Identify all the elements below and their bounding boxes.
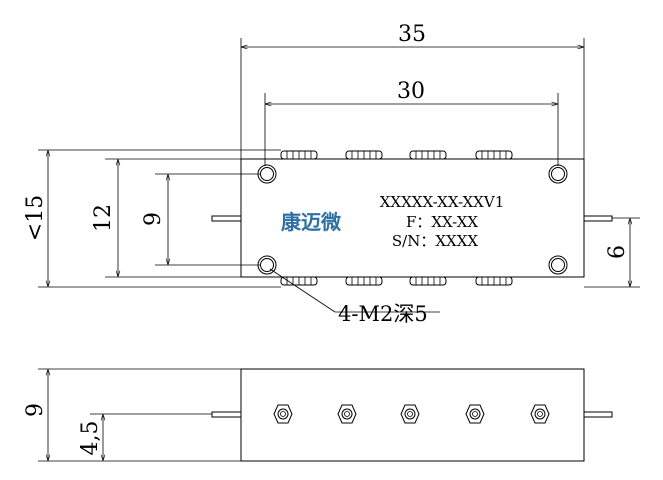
dim-side-half: 4,5 <box>78 413 212 461</box>
svg-text:35: 35 <box>398 22 426 47</box>
side-right-pin <box>583 411 613 418</box>
side-view: 9 4,5 <box>23 368 613 462</box>
top-view: 康迈微 XXXXX-XX-XXV1 F：XX-XX S/N：XXXX 35 30… <box>23 22 640 326</box>
svg-text:9: 9 <box>141 212 166 226</box>
svg-text:4,5: 4,5 <box>78 421 103 456</box>
logo: 康迈微 <box>281 210 341 234</box>
dim-body-height: <15 <box>23 149 281 288</box>
dim-side-height: 9 <box>23 368 241 462</box>
side-left-pin <box>211 411 242 418</box>
svg-text:<15: <15 <box>23 195 48 241</box>
dim-hole-vertical: 9 <box>141 173 260 266</box>
bottom-connectors <box>280 276 513 286</box>
svg-text:9: 9 <box>23 403 48 417</box>
left-pin <box>211 215 242 222</box>
svg-text:12: 12 <box>91 204 116 232</box>
label-frequency: F：XX-XX <box>406 213 478 231</box>
right-pin <box>583 215 613 222</box>
dim-hole-spacing: 30 <box>264 79 559 166</box>
svg-text:6: 6 <box>605 245 630 259</box>
hole-callout: 4-M2深5 <box>269 268 440 326</box>
dim-outer-height: 12 <box>91 158 241 278</box>
dim-overall-width: 35 <box>240 22 585 159</box>
top-connectors <box>280 150 513 160</box>
dim-port-offset: 6 <box>584 217 640 288</box>
svg-text:30: 30 <box>397 79 425 104</box>
side-connectors <box>273 404 550 424</box>
label-model: XXXXX-XX-XXV1 <box>380 193 504 211</box>
label-serial: S/N：XXXX <box>392 232 478 250</box>
svg-text:4-M2深5: 4-M2深5 <box>338 302 428 326</box>
